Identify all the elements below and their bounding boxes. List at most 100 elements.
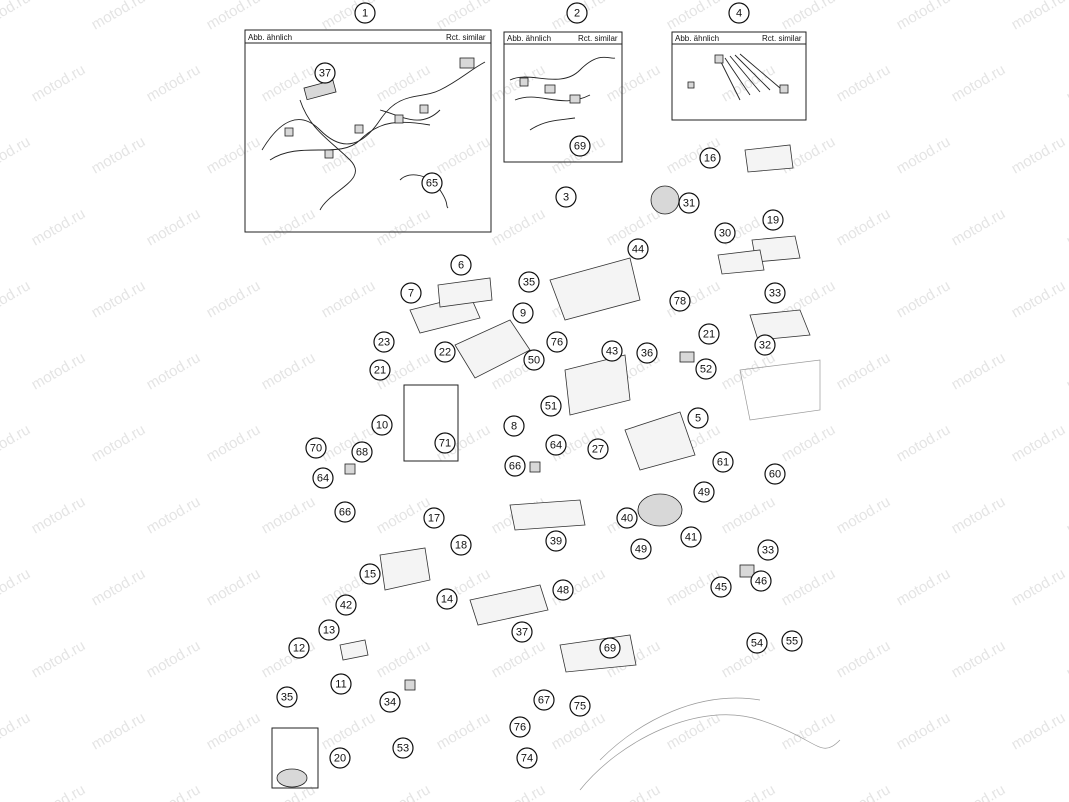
callout-circle [516,747,538,769]
callout-circle [379,691,401,713]
parts-layer [276,144,841,791]
callout-number: 44 [632,244,644,256]
callout-circle [687,407,709,429]
callout-67: 67 [533,689,555,711]
callout-number: 37 [516,627,528,639]
watermark-text: motod.ru [319,709,379,753]
callout-circle [587,438,609,460]
box-relay-10 [403,384,459,462]
watermark-text: motod.ru [204,709,264,753]
watermark-text: motod.ru [1009,277,1069,321]
watermark-text: motod.ru [664,0,724,33]
callout-6: 6 [450,254,472,276]
callout-3: 3 [555,186,577,208]
watermark-text: motod.ru [144,61,204,105]
callout-circle [627,238,649,260]
watermark-text: motod.ru [834,493,894,537]
callout-21: 21 [369,359,391,381]
callout-number: 33 [762,545,774,557]
callout-18: 18 [450,534,472,556]
callout-4: 4 [728,2,750,24]
callout-number: 33 [769,288,781,300]
callout-52: 52 [695,358,717,380]
callout-number: 69 [604,643,616,655]
watermark-text: motod.ru [719,349,779,393]
callout-number: 37 [319,68,331,80]
watermark-text: motod.ru [374,781,434,802]
callout-circle [545,434,567,456]
callout-number: 36 [641,348,653,360]
callout-number: 76 [514,722,526,734]
callout-14: 14 [436,588,458,610]
callout-circle [288,637,310,659]
callout-circle [757,539,779,561]
callout-number: 52 [700,364,712,376]
box-harness-4: Abb. ähnlich Rct. similar [671,31,807,121]
watermark-text: motod.ru [259,349,319,393]
watermark-text: motod.ru [834,349,894,393]
watermark-text: motod.ru [89,277,149,321]
box-4-label-left: Abb. ähnlich [675,34,719,43]
callout-27: 27 [587,438,609,460]
callout-circle [533,689,555,711]
watermark-text: motod.ru [894,133,954,177]
callout-circle [504,455,526,477]
callout-number: 45 [715,582,727,594]
callout-number: 39 [550,536,562,548]
callout-66: 66 [334,501,356,523]
callout-number: 70 [310,443,322,455]
watermark-text: motod.ru [1009,565,1069,609]
callout-number: 64 [317,473,329,485]
callout-number: 13 [323,625,335,637]
watermark-text: motod.ru [259,637,319,681]
callout-23: 23 [373,331,395,353]
callout-68: 68 [351,441,373,463]
callout-51: 51 [540,395,562,417]
watermark-text: motod.ru [259,205,319,249]
watermark-text: motod.ru [834,637,894,681]
callout-33: 33 [757,539,779,561]
watermark-text: motod.ru [1009,0,1069,33]
watermark-text: motod.ru [949,637,1009,681]
watermark-text: motod.ru [1009,421,1069,465]
watermark-text: motod.ru [1009,709,1069,753]
callout-35: 35 [518,271,540,293]
callout-circle [312,467,334,489]
watermark-text: motod.ru [374,205,434,249]
callout-number: 21 [374,365,386,377]
callout-circle [764,463,786,485]
callout-circle [712,451,734,473]
callout-circle [680,526,702,548]
watermark-text: motod.ru [29,61,89,105]
callout-circle [518,271,540,293]
callout-circle [781,630,803,652]
callout-number: 40 [621,513,633,525]
watermark-text: motod.ru [949,61,1009,105]
watermark-text: motod.ru [0,0,33,33]
callout-48: 48 [552,579,574,601]
callout-number: 75 [574,701,586,713]
callout-circle [392,737,414,759]
callout-19: 19 [762,209,784,231]
watermark-text: motod.ru [1064,349,1069,393]
watermark-text: motod.ru [204,133,264,177]
callout-circle [699,147,721,169]
watermark-text: motod.ru [894,709,954,753]
watermark-text: motod.ru [894,277,954,321]
watermark-text: motod.ru [1064,637,1069,681]
callout-64: 64 [545,434,567,456]
callout-number: 76 [551,337,563,349]
callout-circle [616,507,638,529]
callout-number: 19 [767,215,779,227]
callout-number: 74 [521,753,533,765]
callout-number: 42 [340,600,352,612]
callout-number: 46 [755,576,767,588]
callout-circle [678,192,700,214]
callout-circle [369,359,391,381]
callout-9: 9 [512,302,534,324]
watermark-text: motod.ru [834,205,894,249]
callout-43: 43 [601,340,623,362]
callout-number: 3 [563,192,569,204]
